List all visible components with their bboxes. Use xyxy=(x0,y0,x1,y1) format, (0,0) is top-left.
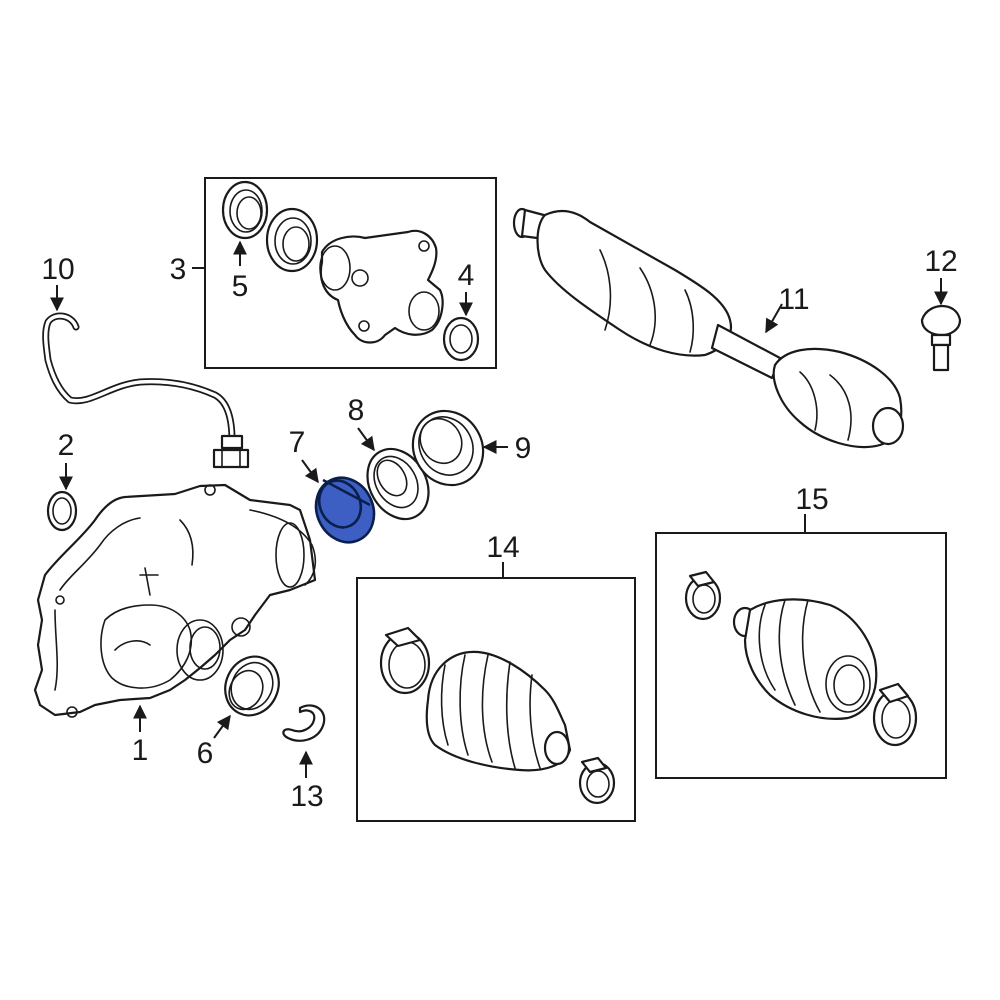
vent-tube-part[interactable] xyxy=(42,312,250,469)
group-box-3 xyxy=(204,177,497,369)
callout-15: 15 xyxy=(795,483,828,516)
output-flange-part[interactable] xyxy=(319,229,444,344)
callout-6: 6 xyxy=(197,737,214,770)
leader-8 xyxy=(357,427,375,452)
boot-clamp-large-part-15[interactable] xyxy=(872,682,918,747)
group-box-15 xyxy=(655,532,947,779)
cv-boot-part-15[interactable] xyxy=(732,598,878,720)
snap-ring-part-13[interactable] xyxy=(282,704,326,742)
callout-7: 7 xyxy=(289,426,306,459)
seal-part-6[interactable] xyxy=(216,648,288,724)
push-clip-part[interactable] xyxy=(920,304,962,372)
cv-boot-part-14[interactable] xyxy=(425,650,572,772)
callout-2: 2 xyxy=(58,429,75,462)
callout-11: 11 xyxy=(778,283,809,316)
washer-part-8[interactable] xyxy=(355,438,440,530)
callout-3: 3 xyxy=(170,253,187,286)
callout-1: 1 xyxy=(132,734,149,767)
callout-5: 5 xyxy=(232,270,249,303)
group-box-14 xyxy=(356,577,636,822)
leader-11 xyxy=(765,303,783,334)
callout-14: 14 xyxy=(486,531,519,564)
bearing-part-group-3[interactable] xyxy=(265,207,319,273)
seal-part-5[interactable] xyxy=(221,180,269,240)
boot-clamp-small-part-14[interactable] xyxy=(578,756,616,805)
callout-8: 8 xyxy=(348,394,365,427)
differential-housing-part[interactable] xyxy=(33,483,317,718)
callout-9: 9 xyxy=(515,432,532,465)
o-ring-part-4[interactable] xyxy=(442,316,480,362)
axle-shaft-part[interactable] xyxy=(512,207,905,449)
o-ring-part-2[interactable] xyxy=(46,490,78,532)
boot-clamp-small-part-15[interactable] xyxy=(684,570,722,621)
leader-7 xyxy=(301,459,319,484)
boot-clamp-large-part-14[interactable] xyxy=(379,626,431,695)
leader-6 xyxy=(213,714,231,739)
callout-10: 10 xyxy=(41,253,74,286)
callout-12: 12 xyxy=(924,245,957,278)
callout-4: 4 xyxy=(458,259,475,292)
highlighted-seal-part-7[interactable] xyxy=(306,468,385,551)
bearing-part-9[interactable] xyxy=(400,398,497,498)
callout-13: 13 xyxy=(290,780,323,813)
